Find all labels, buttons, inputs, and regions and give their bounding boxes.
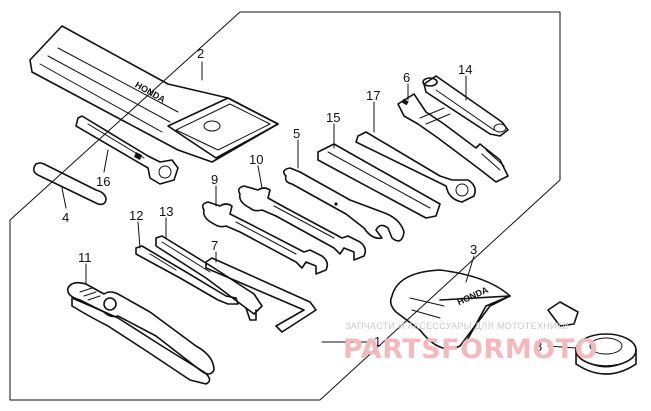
callouts: 1 2 3 4 5 6 7 8 9 10 11 12 13 14 15 16 1… (62, 46, 542, 354)
pouch-brand-text: HONDA (456, 284, 491, 307)
callout-12: 12 (129, 208, 143, 223)
leader-lines (61, 61, 577, 349)
callout-7: 7 (211, 238, 218, 253)
screwdriver-pouch (317, 143, 441, 219)
callout-1: 1 (374, 334, 381, 349)
open-end-wrench-10 (237, 185, 367, 261)
spark-plug-wrench (397, 93, 509, 183)
screwdriver-blade (135, 245, 239, 305)
bag-brand-text: HONDA (133, 80, 167, 105)
callout-5: 5 (293, 126, 300, 141)
callout-13: 13 (159, 204, 173, 219)
box-wrench-17 (355, 131, 476, 203)
pliers (66, 281, 215, 385)
screwdriver (155, 235, 263, 321)
group-frame (9, 11, 561, 401)
callout-9: 9 (211, 172, 218, 187)
screwdriver-handle (32, 162, 107, 206)
tool-bag: HONDA (29, 25, 279, 163)
watermark-logo: PARTSFORMOTO (343, 334, 598, 365)
callout-8: 8 (535, 339, 542, 354)
callout-15: 15 (326, 110, 340, 125)
hex-key (205, 257, 317, 333)
callout-4: 4 (62, 210, 69, 225)
callout-3: 3 (470, 242, 477, 257)
callout-6: 6 (403, 70, 410, 85)
watermark-caption: ЗАПЧАСТИ И АКСЕССУАРЫ ДЛЯ МОТОТЕХНИКИ (345, 321, 569, 331)
tommy-bar (422, 75, 509, 137)
box-wrench (75, 115, 179, 185)
callout-10: 10 (249, 152, 263, 167)
watermark: ЗАПЧАСТИ И АКСЕССУАРЫ ДЛЯ МОТОТЕХНИКИ PA… (343, 321, 598, 365)
callout-14: 14 (458, 62, 472, 77)
socket-gauge (547, 301, 637, 375)
pin-spanner (282, 167, 405, 242)
callout-16: 16 (96, 174, 110, 189)
open-end-wrench-9 (201, 201, 329, 275)
callout-11: 11 (78, 250, 92, 265)
callout-2: 2 (197, 46, 204, 61)
callout-17: 17 (366, 88, 380, 103)
